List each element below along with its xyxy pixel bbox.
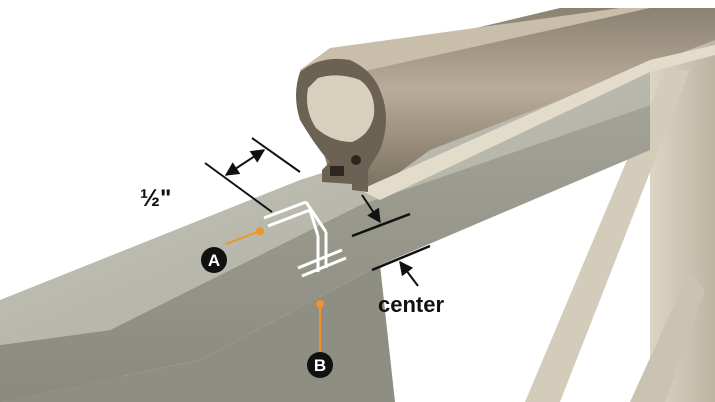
rail-slot — [330, 166, 344, 176]
badge-a-label: A — [208, 251, 220, 270]
center-line-upper — [351, 212, 411, 238]
cut-mark-b-1 — [297, 248, 343, 270]
diagonal-brace-left — [525, 70, 690, 402]
extension-line-2 — [251, 137, 301, 173]
cut-mark-b-2 — [301, 256, 347, 278]
leader-line-a — [225, 230, 261, 245]
center-callout: center — [351, 194, 444, 317]
rail-top-ridge — [300, 8, 650, 72]
diagonal-brace-right — [630, 270, 705, 402]
cut-marks — [263, 200, 347, 278]
cut-mark-a-2 — [267, 208, 311, 228]
dimension-callout: ½" — [140, 137, 301, 213]
extension-line-1 — [204, 162, 273, 213]
center-label: center — [378, 292, 444, 317]
badge-b — [307, 352, 333, 378]
center-arrow-lower — [399, 260, 419, 287]
rail-extrusion — [296, 8, 715, 200]
cut-mark-corner-1 — [304, 201, 328, 233]
cut-mark-corner-2 — [308, 209, 320, 237]
dimension-label: ½" — [140, 185, 171, 212]
leader-dot-a — [256, 227, 264, 235]
cut-mark-a-1 — [263, 200, 307, 220]
badge-a — [201, 247, 227, 273]
arrow-icon — [361, 194, 381, 224]
beam-side-lower — [0, 265, 395, 402]
rail-hollow — [307, 75, 375, 142]
point-a-marker: A — [201, 227, 264, 273]
rail-bottom-lip — [360, 45, 715, 200]
leader-dot-b — [316, 300, 324, 308]
screw-hole — [351, 155, 361, 165]
center-line-lower — [371, 244, 431, 272]
double-arrow-icon — [224, 149, 266, 176]
badge-b-label: B — [314, 356, 326, 375]
point-b-marker: B — [307, 300, 333, 378]
